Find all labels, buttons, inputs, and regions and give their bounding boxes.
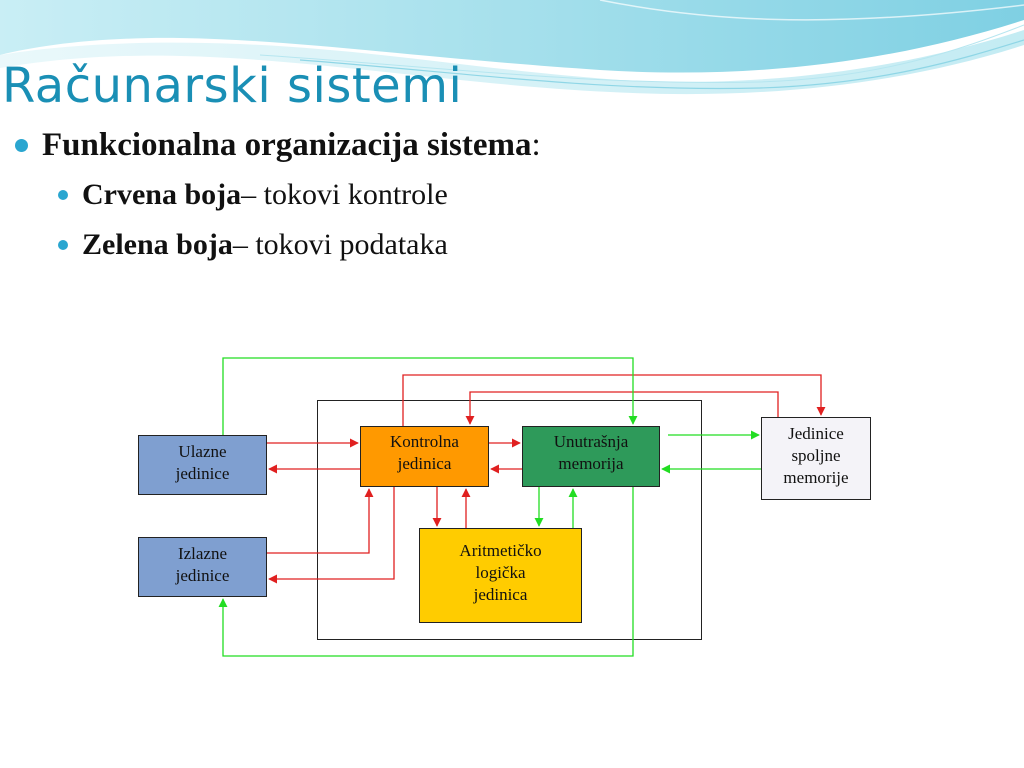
control-unit-label-line2: jedinica bbox=[397, 454, 452, 473]
input-units-label-line1: Ulazne bbox=[178, 442, 227, 461]
internal-memory-label-line1: Unutrašnja bbox=[553, 432, 629, 451]
external-memory-label-line2: spoljne bbox=[791, 446, 841, 465]
output-units-label-line1: Izlazne bbox=[177, 544, 228, 563]
bullet-main-rest: : bbox=[531, 127, 541, 163]
alu-label-line3: jedinica bbox=[473, 585, 528, 604]
bullet-dot-icon bbox=[58, 190, 68, 200]
external-memory-box: Jedinice spoljne memorije bbox=[761, 417, 871, 500]
data-arrow-memory-to-output bbox=[218, 487, 634, 657]
alu-label-line2: logička bbox=[475, 563, 526, 582]
output-units-box: Izlazne jedinice bbox=[138, 537, 267, 597]
output-units-label-line2: jedinice bbox=[175, 566, 230, 585]
bullet-sub-green: Zelena boja – tokovi podataka bbox=[58, 228, 448, 262]
bullet-main-bold: Funkcionalna organizacija sistema bbox=[42, 127, 532, 163]
bullet-list: Funkcionalna organizacija sistema: Crven… bbox=[0, 0, 1024, 300]
control-arrow-external-to-control bbox=[465, 391, 779, 425]
control-arrow-control-to-output bbox=[268, 487, 395, 584]
control-unit-box: Kontrolna jedinica bbox=[360, 426, 489, 487]
external-memory-label-line3: memorije bbox=[783, 468, 849, 487]
bullet-dot-icon bbox=[15, 139, 28, 152]
internal-memory-box: Unutrašnja memorija bbox=[522, 426, 660, 487]
control-unit-label-line1: Kontrolna bbox=[390, 432, 459, 451]
bullet-sub-red: Crvena boja – tokovi kontrole bbox=[58, 178, 448, 212]
internal-memory-label-line2: memorija bbox=[558, 454, 624, 473]
bullet-main: Funkcionalna organizacija sistema: bbox=[15, 127, 541, 164]
data-arrow-input-to-memory bbox=[222, 357, 638, 435]
alu-box: Aritmetičko logička jedinica bbox=[419, 528, 582, 623]
bullet-sub-green-rest: – tokovi podataka bbox=[232, 228, 448, 261]
external-memory-label-line1: Jedinice bbox=[788, 424, 844, 443]
bullet-sub-red-bold: Crvena boja bbox=[82, 178, 242, 211]
input-units-label-line2: jedinice bbox=[175, 464, 230, 483]
bullet-sub-red-rest: – tokovi kontrole bbox=[241, 178, 448, 211]
input-units-box: Ulazne jedinice bbox=[138, 435, 267, 495]
alu-label-line1: Aritmetičko bbox=[459, 541, 542, 560]
header-wave-decoration bbox=[0, 0, 1024, 95]
bullet-sub-green-bold: Zelena boja bbox=[82, 228, 233, 261]
control-arrow-control-to-external bbox=[402, 374, 826, 426]
control-arrow-output-to-control bbox=[267, 488, 374, 554]
page-title: Računarski sistemi bbox=[2, 58, 463, 114]
bullet-dot-icon bbox=[58, 240, 68, 250]
